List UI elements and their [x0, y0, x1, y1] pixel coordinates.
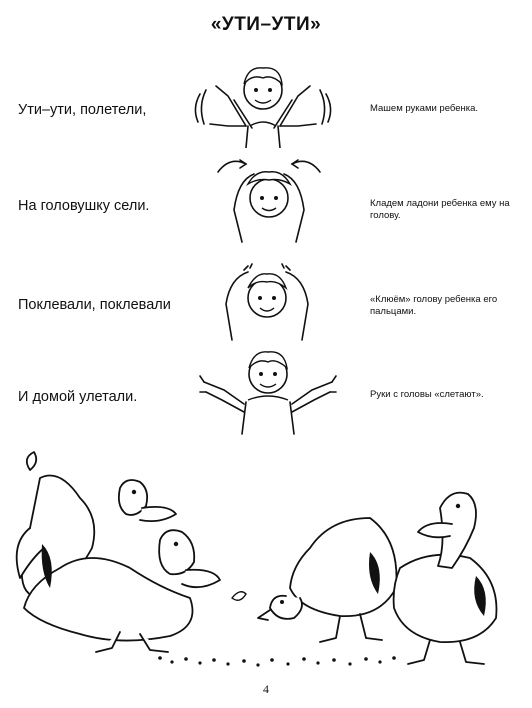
verse-line-3: Поклевали, поклевали — [18, 297, 171, 313]
child-hands-on-head-illustration — [204, 150, 334, 245]
instruction-2: Кладем ладони ребенка ему на голову. — [370, 198, 510, 221]
instruction-1: Машем руками ребенка. — [370, 103, 479, 114]
instruction-3: «Клюём» голову ребенка его пальцами. — [370, 294, 498, 317]
verse-line-1: Ути–ути, полетели, — [18, 102, 147, 118]
page-title: «УТИ–УТИ» — [210, 14, 322, 35]
verse-line-4: И домой улетали. — [18, 389, 138, 405]
child-arms-out-illustration — [198, 342, 338, 436]
instruction-4: Руки с головы «слетают». — [370, 389, 484, 400]
verse-line-2: На головушку сели. — [18, 198, 150, 214]
child-flapping-arms-illustration — [188, 56, 338, 148]
child-pecking-head-illustration — [212, 252, 322, 342]
page-number: 4 — [263, 682, 269, 696]
ducks-illustration — [0, 448, 532, 667]
